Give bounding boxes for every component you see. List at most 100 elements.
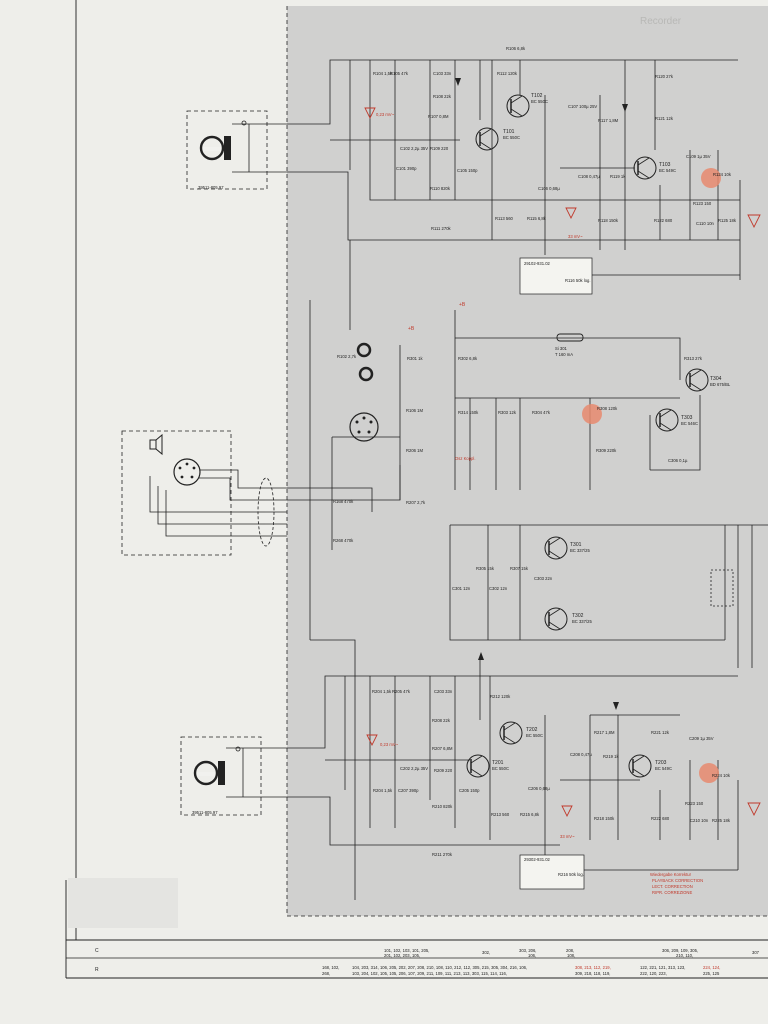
t303-label: T303 [681,415,693,421]
upper-tape-head: 39511-805.97 [186,110,287,190]
lower-tape-head: 39511-805.97 [180,736,287,816]
r218-label: R218 150k [594,816,615,821]
r-group-4: 103, 204, 102, 105, 105, 206, 107, 209, … [352,971,507,976]
r106b-label: R106 1M [406,408,424,413]
c101-label: C101 390p [396,166,417,171]
transistor-t303 [655,408,679,432]
pcb-gray-area [287,6,768,916]
t301-label: T301 [570,542,582,548]
level-triangle-icon [561,805,573,818]
upper-channel-wiring [287,59,741,330]
r208-label: R208 22k [432,718,451,723]
arrow-down-icon [613,702,619,710]
r102-label: R102 2,7k [337,354,357,359]
lower-channel-wiring [287,660,739,871]
r204-label: R204 1,5k [372,689,392,694]
level-tag-upper-b: 33 mV~ [568,234,583,239]
r-group-6: 309, 218, 118, 119, [575,971,610,976]
r125-label: R125 18k [718,218,737,223]
r106-label: R106 6,8k [506,46,526,51]
transistor-t202 [499,721,523,745]
r110-label: R110 820k [430,186,451,191]
arrow-up-icon [478,652,484,660]
t301-type: BC 337/25 [570,548,590,553]
din-socket-icon [349,412,379,442]
level-triangle-icon [747,214,761,229]
r117-label: R117 1,8M [598,118,619,123]
r211-label: R211 270k [432,852,453,857]
logo-faded-area [68,878,178,928]
arrow-down-icon [622,104,628,112]
r124-label: R124 10k [713,172,732,177]
r304-label: R304 47k [532,410,551,415]
r219-label: R219 1k [603,754,620,759]
t202-type: BC 550C [526,733,543,738]
transistor-t301 [544,536,568,560]
c-group-10: 307 [752,950,760,955]
level-triangle-icon [364,107,376,120]
motor-icon [356,342,372,358]
t102-type: BC 550C [531,99,548,104]
transistor-t201 [466,754,490,778]
trimmer-highlight-r224 [699,763,719,783]
r225-label: R225 18k [712,818,731,823]
tape-head-icon [193,760,219,786]
c-group-7: 108, [567,953,575,958]
bias-label: Osz Koppl. [455,456,475,461]
fuse-value: T 160 mA [555,352,573,357]
note-line-1: Wiedergabe Korrektur [650,872,692,877]
c209-label: C209 1µ 35V [689,736,714,741]
t103-label: T103 [659,162,671,168]
transistor-t103 [633,156,657,180]
c303-label: C303 22n [534,576,553,581]
trimmer-highlight-r308 [582,404,602,424]
t102-label: T102 [531,93,543,99]
r118-label: R118 150k [598,218,619,223]
r308-label: R308 120k [597,406,618,411]
supply-tag: +B [459,302,466,308]
r113-label: R113 560 [495,216,514,221]
r307-label: R307 15k [510,566,529,571]
top-sheet-label: Recorder [640,16,682,27]
pot-module-lower-box [519,854,585,890]
c301-label: C301 12n [452,586,471,591]
t304-type: BD 675/BL [710,382,731,387]
r210-label: R210 820k [432,804,453,809]
c107-label: C107 100µ 25V [568,104,597,109]
r168-label: R168 470k [333,499,354,504]
c-group-9: 210, 110, [676,953,693,958]
r119-label: R119 1k [610,174,626,179]
c108-label: C108 0,47µ [578,174,600,179]
note-line-2: PLAYBACK CORRECTION [652,878,703,883]
transformer-icon [710,569,734,607]
fuse-icon [556,333,584,342]
r207b-label: R207 2,7k [406,500,426,505]
din-socket-assembly [121,430,287,556]
r108-label: R108 22k [433,94,452,99]
r301-label: R301 1k [407,356,424,361]
c-group-2: 201, 102, 203, 105, [384,953,420,958]
arrow-down-icon [455,78,461,86]
c208-label: C208 0,47µ [570,752,592,757]
lamp-icon [358,366,374,382]
c102-label: C102 2,2µ 35V [400,146,428,151]
r120-label: R120 27k [655,74,674,79]
r122-label: R122 680 [654,218,673,223]
transistor-t203 [628,754,652,778]
c106-label: C106 0,68µ [538,186,560,191]
r213-label: R213 560 [491,812,510,817]
t101-type: BC 550C [503,135,520,140]
c210-label: C210 10n [690,818,709,823]
t201-label: T201 [492,760,504,766]
c207-label: C207 390p [398,788,419,793]
r-group-1: 168, 102, [322,965,339,970]
c-group-4: 303, 206, [519,948,536,953]
c110-label: C110 10n [696,221,715,226]
r268-label: R268 470k [333,538,354,543]
c-group-3: 302, [482,950,490,955]
c-group-6: 208, [566,948,574,953]
r-group-9: 224, 124, [703,965,720,970]
fuse-label: Si 301 [555,346,568,351]
t304-label: T304 [710,376,722,382]
